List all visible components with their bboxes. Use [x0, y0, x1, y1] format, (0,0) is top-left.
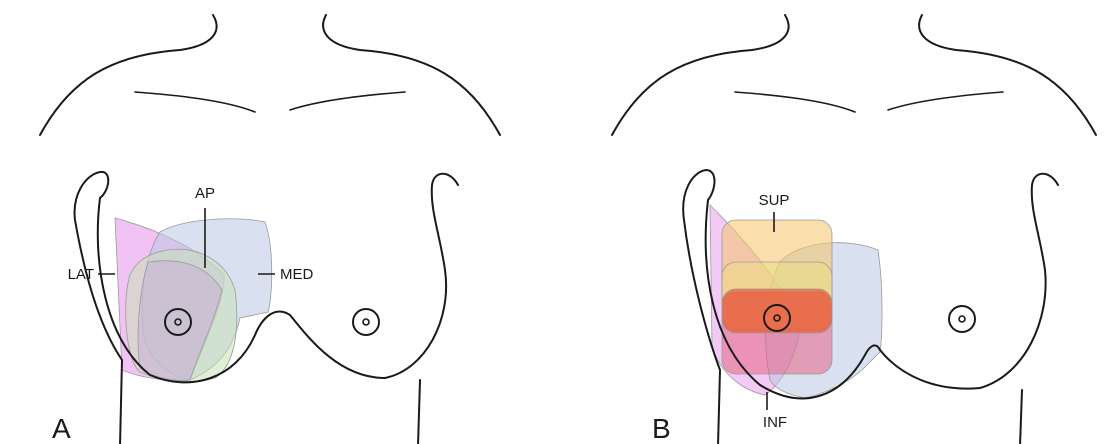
panel-a-left-clavicle [135, 92, 255, 112]
panel-b-left-clavicle [735, 92, 855, 112]
panel-a-letter: A [52, 413, 71, 444]
panel-a-left-shoulder [40, 15, 217, 135]
panel-a-med-label: MED [280, 266, 314, 283]
panel-a-right-nipple [353, 309, 379, 335]
panel-a-lat-label: LAT [68, 266, 94, 283]
panel-b-sup-label: SUP [759, 192, 790, 209]
panel-b-letter: B [652, 413, 671, 444]
panel-b-right-shoulder [919, 15, 1096, 135]
panel-a: AP LAT MED A [40, 15, 500, 444]
panel-b-right-flank [1020, 390, 1022, 444]
panel-b-right-clavicle [888, 92, 1003, 110]
panel-b: SUP INF B [612, 15, 1096, 444]
panel-a-right-flank [418, 380, 420, 444]
panel-b-inf-label: INF [763, 414, 787, 431]
panel-a-ap-label: AP [195, 185, 215, 202]
panel-b-right-nipple [949, 306, 975, 332]
panel-b-left-shoulder [612, 15, 789, 135]
panel-a-right-shoulder [323, 15, 500, 135]
panel-a-right-clavicle [290, 92, 405, 110]
panel-b-nipple-region [722, 289, 832, 333]
